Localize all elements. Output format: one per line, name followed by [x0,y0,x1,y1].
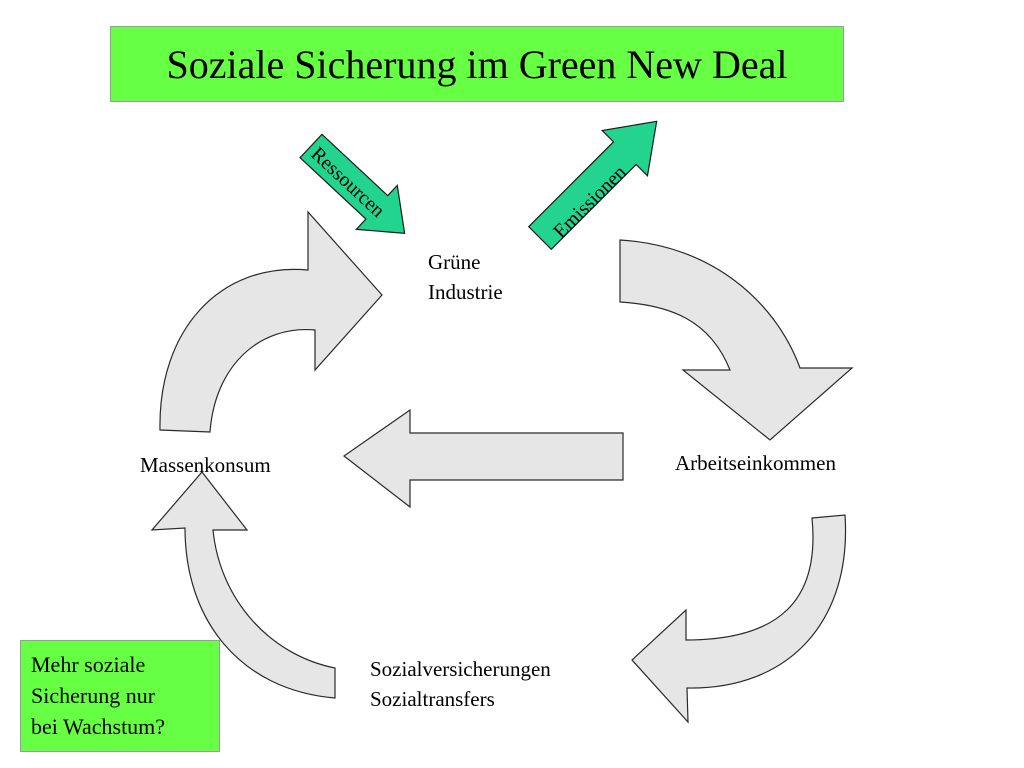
arrow-einkommen-to-sozial [631,514,847,724]
node-sozial-line-1: Sozialversicherungen [370,657,551,681]
node-gruene-industrie: Grüne Industrie [428,247,503,307]
arrow-konsum-to-industrie [159,210,383,433]
node-sozialversicherungen: Sozialversicherungen Sozialtransfers [370,654,551,714]
node-massenkonsum-text: Massenkonsum [140,453,271,477]
question-line-1: Mehr soziale [31,652,146,677]
node-sozial-line-2: Sozialtransfers [370,687,495,711]
arrow-sozial-to-konsum [150,471,336,699]
node-gruene-industrie-line-2: Industrie [428,280,503,304]
ressourcen-label: Ressourcen [306,143,388,222]
arrow-industrie-to-einkommen [619,239,854,441]
emissionen-arrow-icon [527,120,658,251]
question-line-2: Sicherung nur [31,683,156,708]
node-arbeitseinkommen-text: Arbeitseinkommen [675,451,836,475]
title-banner: Soziale Sicherung im Green New Deal [110,26,844,102]
question-box: Mehr soziale Sicherung nur bei Wachstum? [20,640,220,752]
ressourcen-arrow-icon [299,133,406,234]
node-gruene-industrie-line-1: Grüne [428,250,481,274]
flow-emissionen: Emissionen [527,120,658,251]
question-line-3: bei Wachstum? [31,714,166,739]
diagram-title: Soziale Sicherung im Green New Deal [166,41,788,87]
node-arbeitseinkommen: Arbeitseinkommen [675,448,836,478]
arrow-einkommen-to-konsum [342,408,624,509]
node-massenkonsum: Massenkonsum [140,450,271,480]
